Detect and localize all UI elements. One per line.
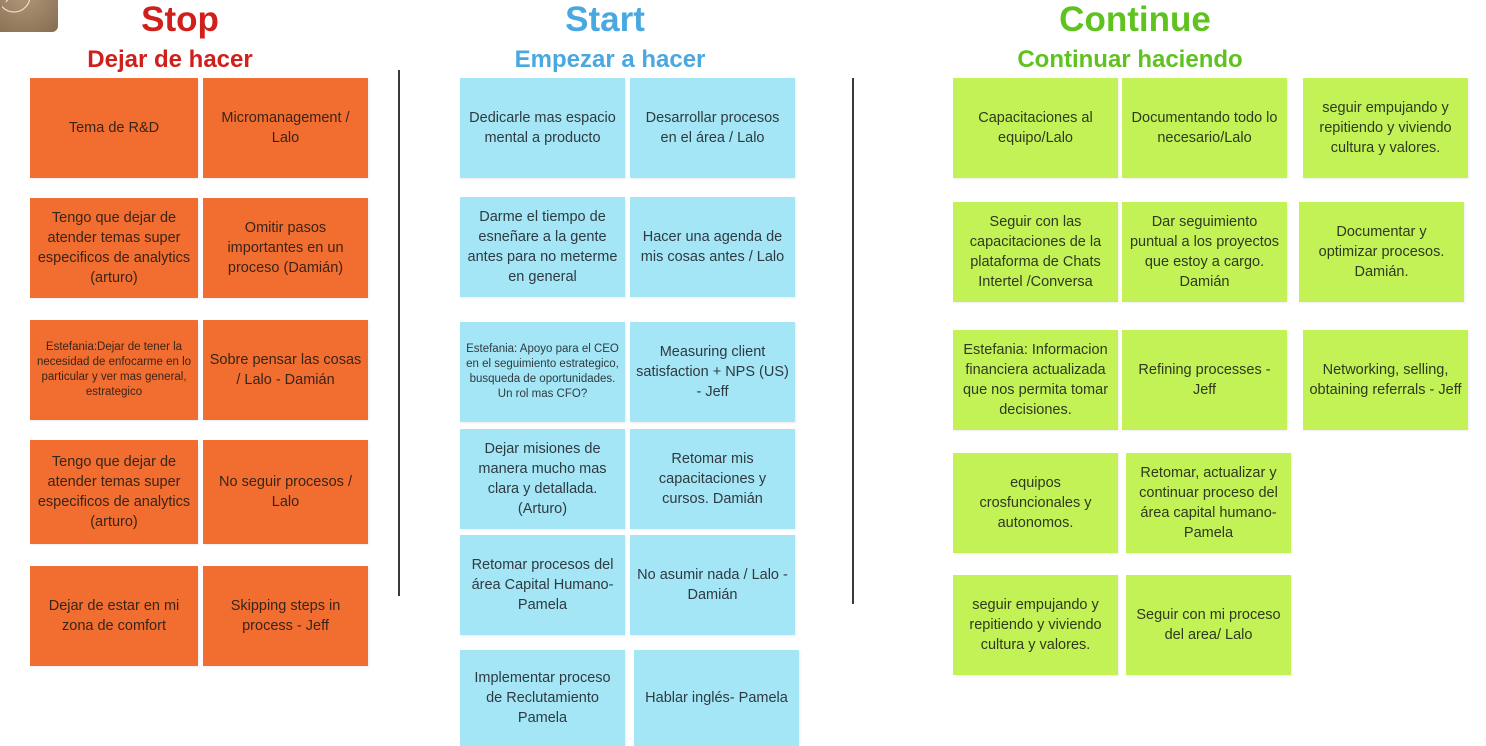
continue-note[interactable]: Documentar y optimizar procesos. Damián. <box>1299 202 1464 302</box>
continue-note[interactable]: seguir empujando y repitiendo y viviendo… <box>1303 78 1468 178</box>
stop-note[interactable]: Skipping steps in process - Jeff <box>203 566 368 666</box>
logo-icon <box>2 0 31 13</box>
continue-title: Continue <box>1059 0 1211 39</box>
start-note[interactable]: Implementar proceso de Reclutamiento Pam… <box>460 650 625 746</box>
stop-note[interactable]: Sobre pensar las cosas / Lalo - Damián <box>203 320 368 420</box>
continue-note[interactable]: Estefania: Informacion financiera actual… <box>953 330 1118 430</box>
continue-note[interactable]: Retomar, actualizar y continuar proceso … <box>1126 453 1291 553</box>
stop-note[interactable]: Tengo que dejar de atender temas super e… <box>30 198 198 298</box>
start-note[interactable]: Measuring client satisfaction + NPS (US)… <box>630 322 795 422</box>
stop-note[interactable]: Tema de R&D <box>30 78 198 178</box>
start-note[interactable]: Estefania: Apoyo para el CEO en el segui… <box>460 322 625 422</box>
stop-note[interactable]: Estefania:Dejar de tener la necesidad de… <box>30 320 198 420</box>
stop-note[interactable]: Dejar de estar en mi zona de comfort <box>30 566 198 666</box>
start-note[interactable]: Dejar misiones de manera mucho mas clara… <box>460 429 625 529</box>
stop-subtitle: Dejar de hacer <box>87 46 253 73</box>
continue-note[interactable]: seguir empujando y repitiendo y viviendo… <box>953 575 1118 675</box>
stop-note[interactable]: Omitir pasos importantes en un proceso (… <box>203 198 368 298</box>
continue-note[interactable]: Documentando todo lo necesario/Lalo <box>1122 78 1287 178</box>
start-note[interactable]: Hacer una agenda de mis cosas antes / La… <box>630 197 795 297</box>
continue-note[interactable]: Networking, selling, obtaining referrals… <box>1303 330 1468 430</box>
stop-note[interactable]: No seguir procesos / Lalo <box>203 440 368 544</box>
start-note[interactable]: Darme el tiempo de esneñare a la gente a… <box>460 197 625 297</box>
start-note[interactable]: Retomar mis capacitaciones y cursos. Dam… <box>630 429 795 529</box>
continue-note[interactable]: Seguir con las capacitaciones de la plat… <box>953 202 1118 302</box>
start-note[interactable]: Hablar inglés- Pamela <box>634 650 799 746</box>
start-note[interactable]: Retomar procesos del área Capital Humano… <box>460 535 625 635</box>
continue-note[interactable]: Seguir con mi proceso del area/ Lalo <box>1126 575 1291 675</box>
stop-title: Stop <box>141 0 219 39</box>
column-divider-2 <box>852 78 854 604</box>
continue-note[interactable]: Dar seguimiento puntual a los proyectos … <box>1122 202 1287 302</box>
continue-note[interactable]: equipos crosfuncionales y autonomos. <box>953 453 1118 553</box>
stop-note[interactable]: Micromanagement / Lalo <box>203 78 368 178</box>
continue-note[interactable]: Refining processes - Jeff <box>1122 330 1287 430</box>
column-divider-1 <box>398 70 400 596</box>
start-subtitle: Empezar a hacer <box>514 46 706 73</box>
continue-subtitle: Continuar haciendo <box>1017 46 1243 73</box>
start-note[interactable]: No asumir nada / Lalo - Damián <box>630 535 795 635</box>
logo <box>0 0 58 32</box>
continue-note[interactable]: Capacitaciones al equipo/Lalo <box>953 78 1118 178</box>
start-title: Start <box>565 0 645 39</box>
stop-note[interactable]: Tengo que dejar de atender temas super e… <box>30 440 198 544</box>
start-note[interactable]: Dedicarle mas espacio mental a producto <box>460 78 625 178</box>
start-note[interactable]: Desarrollar procesos en el área / Lalo <box>630 78 795 178</box>
